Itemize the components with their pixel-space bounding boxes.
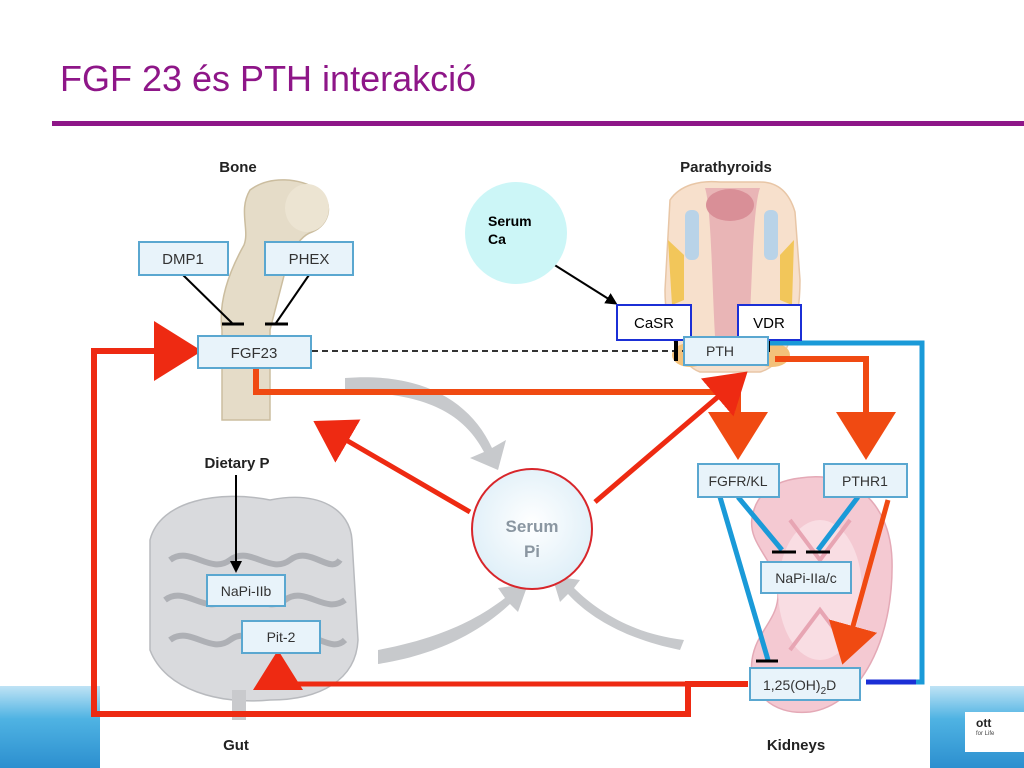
bone-label: Bone <box>219 159 257 176</box>
parathyroids-label: Parathyroids <box>680 159 772 176</box>
pthr1-box: PTHR1 <box>823 463 908 498</box>
grey-cycle-arrows <box>345 377 684 664</box>
pthr1-label: PTHR1 <box>842 473 888 489</box>
logo-text: ott <box>976 716 992 730</box>
pit2-box: Pit-2 <box>241 620 321 654</box>
pth-label: PTH <box>706 343 734 359</box>
serum-ca-to-casr-arrow <box>552 263 618 305</box>
serum-pi-to-fgf23-arrow <box>313 419 472 515</box>
company-logo <box>965 712 1024 752</box>
bone-illustration <box>220 179 330 421</box>
pth-to-pthr1-arrow <box>775 356 896 460</box>
vitd-subscript: 2 <box>821 686 827 697</box>
title-divider <box>52 121 1024 126</box>
fgfr-to-vitd-line <box>717 496 771 661</box>
dietary-p-label: Dietary P <box>204 455 269 472</box>
gut-label: Gut <box>223 737 249 754</box>
fgf23-to-fgfr-arrow <box>253 367 768 460</box>
pth-box: PTH <box>683 336 769 366</box>
page-title: FGF 23 és PTH interakció <box>60 58 477 99</box>
serum-ca-label-line2: Ca <box>488 231 506 247</box>
serum-ca-circle: Serum Ca <box>465 182 567 284</box>
fgf23-box: FGF23 <box>197 335 312 369</box>
vitd-label: 1,25(OH) <box>763 677 821 693</box>
phex-inhibit-line <box>275 274 310 324</box>
serum-pi-circle: Serum Pi <box>471 468 593 590</box>
vdr-box: VDR <box>737 304 802 341</box>
fgfr-to-napi-iia-line <box>736 495 784 552</box>
pthr1-to-napi-iia-line <box>816 495 860 552</box>
vitd-to-fgf23-arrow <box>91 321 748 717</box>
serum-ca-label-line1: Serum <box>488 213 532 229</box>
napi-iib-box: NaPi-IIb <box>206 574 286 607</box>
vitd-to-pit2-arrow <box>253 650 688 690</box>
pit2-label: Pit-2 <box>267 629 296 645</box>
vitd-box: 1,25(OH)2D <box>749 667 861 701</box>
napi-iib-label: NaPi-IIb <box>221 583 272 599</box>
napi-iia-box: NaPi-IIa/c <box>760 561 852 594</box>
dmp1-inhibit-line <box>182 274 233 324</box>
pthr1-to-vitd-arrow <box>828 499 891 665</box>
napi-iia-label: NaPi-IIa/c <box>775 570 836 586</box>
casr-label: CaSR <box>634 315 674 332</box>
casr-box: CaSR <box>616 304 692 341</box>
vdr-label: VDR <box>753 315 785 332</box>
fgfr-kl-label: FGFR/KL <box>708 473 767 489</box>
phex-box: PHEX <box>264 241 354 276</box>
serum-pi-label-line1: Serum <box>506 517 559 536</box>
dmp1-box: DMP1 <box>138 241 229 276</box>
logo-tagline: for Life <box>976 731 995 737</box>
svg-text:1,25(OH)2D: 1,25(OH)2D <box>763 677 836 697</box>
fgfr-kl-box: FGFR/KL <box>697 463 780 498</box>
water-decoration-left <box>0 686 100 768</box>
serum-pi-label-line2: Pi <box>524 542 540 561</box>
vitd-label-end: D <box>826 677 836 693</box>
dmp1-label: DMP1 <box>162 251 204 268</box>
serum-pi-to-pth-arrow <box>593 371 748 504</box>
kidneys-label: Kidneys <box>767 737 825 754</box>
phex-label: PHEX <box>289 251 330 268</box>
fgf23-label: FGF23 <box>231 345 278 362</box>
